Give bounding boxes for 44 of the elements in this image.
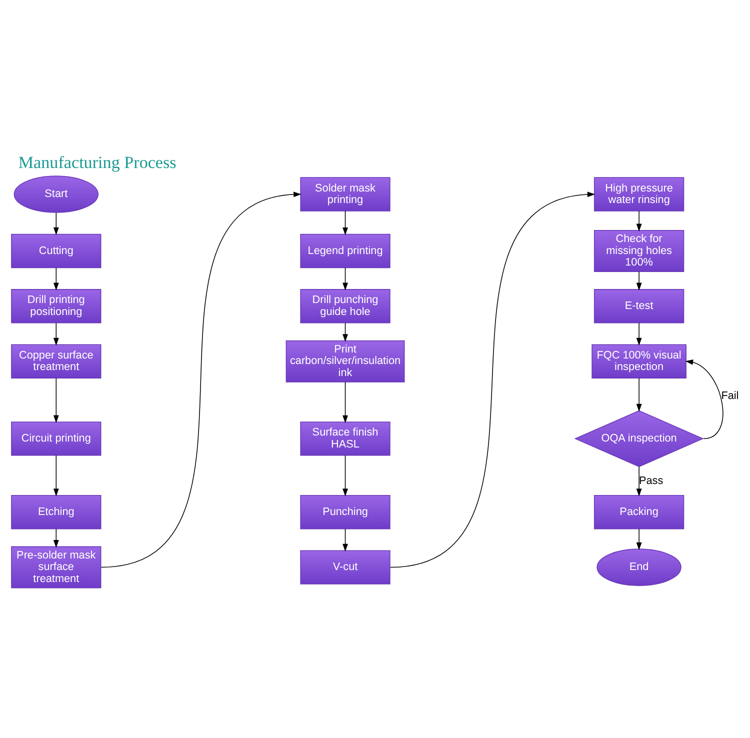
- diagram-title: Manufacturing Process: [18, 152, 176, 172]
- arrow: [685, 359, 724, 439]
- node-box: E-test: [594, 288, 684, 323]
- arrow: [342, 266, 348, 290]
- arrow: [342, 528, 348, 552]
- node-box: Circuit printing: [11, 421, 102, 456]
- arrow: [53, 212, 59, 235]
- arrow: [53, 528, 59, 548]
- arrow: [342, 322, 348, 342]
- arrow: [636, 270, 642, 290]
- arrow: [636, 210, 642, 232]
- arrow: [342, 381, 348, 423]
- arrow: [53, 377, 59, 423]
- arrow: [342, 210, 348, 235]
- node-box: Check for missing holes 100%: [594, 230, 684, 272]
- arrow: [636, 377, 642, 412]
- node-diamond: OQA inspection: [574, 410, 704, 467]
- node-ellipse: End: [596, 548, 682, 586]
- node-box: Copper surface treatment: [11, 344, 102, 378]
- node-box: Drill punching guide hole: [300, 288, 390, 323]
- node-box: Print carbon/silver/insulation ink: [286, 340, 405, 382]
- arrow: [342, 454, 348, 496]
- node-box: Etching: [11, 494, 102, 529]
- arrow: [636, 466, 642, 496]
- arrow: [53, 322, 59, 346]
- node-box: Surface finish HASL: [300, 421, 390, 456]
- node-box: High pressure water rinsing: [594, 176, 684, 211]
- node-box: FQC 100% visual inspection: [592, 344, 686, 378]
- edge-label: Pass: [639, 474, 664, 486]
- node-box: Legend printing: [300, 233, 390, 268]
- arrow: [636, 322, 642, 346]
- edge-label: Fail: [721, 390, 739, 402]
- arrow: [636, 528, 642, 550]
- node-ellipse: Start: [14, 175, 99, 212]
- node-box: Drill printing positioning: [11, 288, 102, 323]
- node-box: Punching: [300, 494, 390, 529]
- arrow: [390, 191, 596, 568]
- node-box: Cutting: [11, 233, 102, 268]
- node-box: V-cut: [300, 550, 390, 584]
- node-box: Packing: [594, 494, 684, 529]
- arrow: [53, 266, 59, 290]
- node-box: Solder mask printing: [300, 176, 390, 211]
- arrow: [53, 454, 59, 496]
- node-box: Pre-solder mask surface treatment: [11, 546, 102, 588]
